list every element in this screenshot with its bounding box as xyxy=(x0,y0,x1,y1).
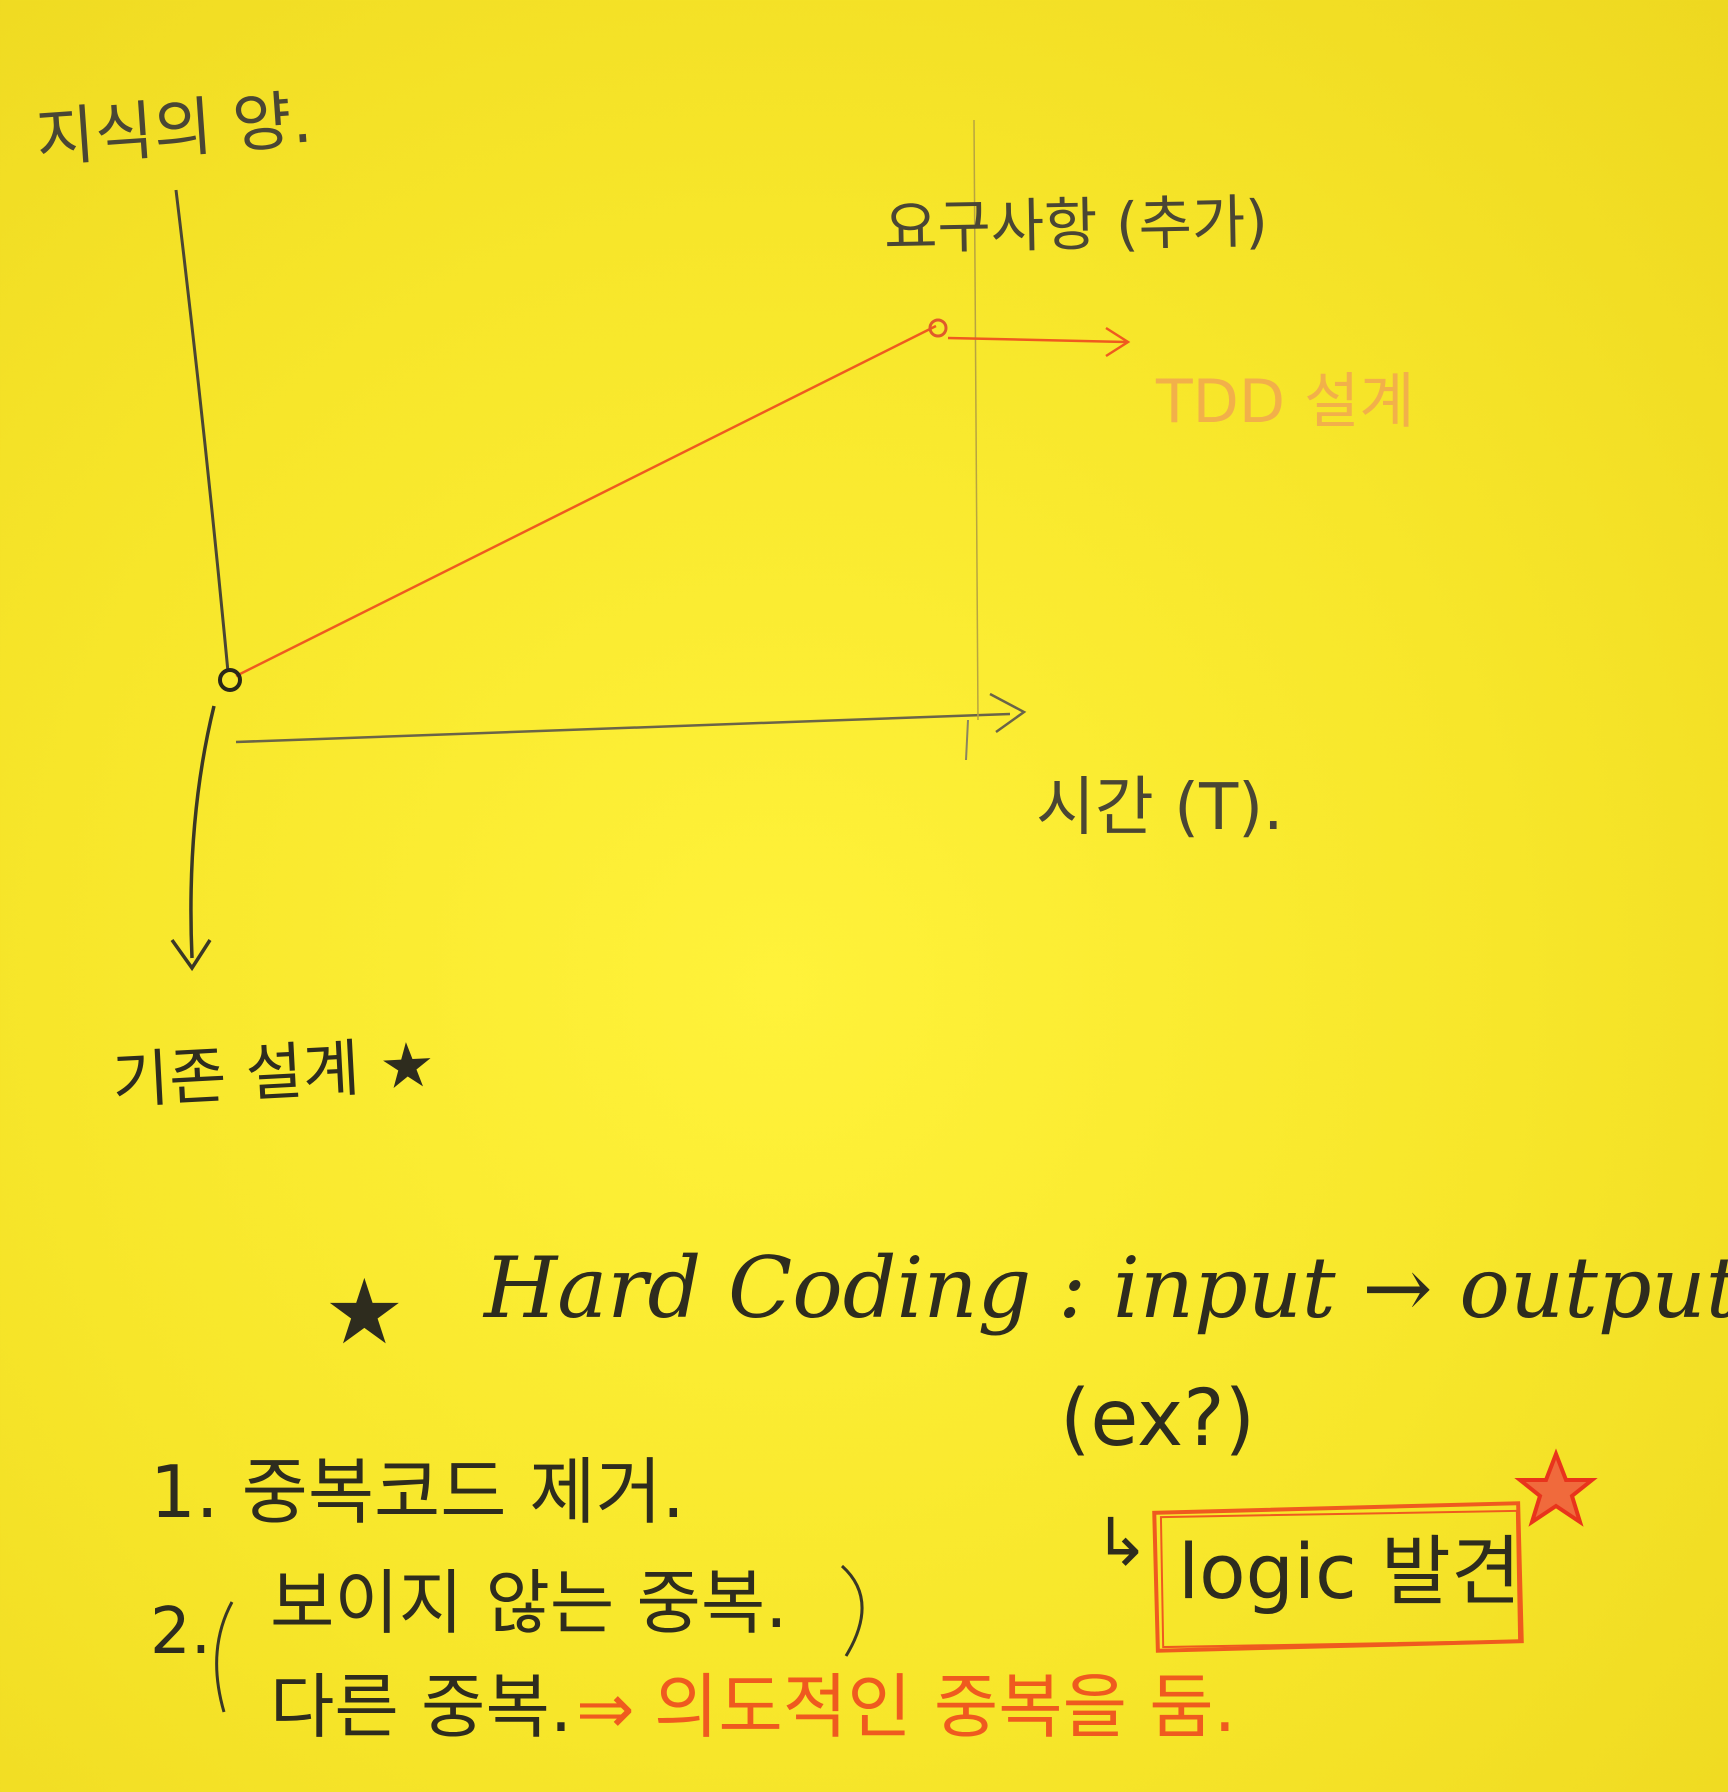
logic-box-inner xyxy=(1159,1509,1521,1649)
down-arrow-head xyxy=(170,938,212,972)
item-2-number: 2. xyxy=(150,1595,212,1669)
star-icon xyxy=(1514,1448,1598,1527)
y-axis-label: 지식의 양. xyxy=(33,83,315,177)
x-axis-line xyxy=(235,712,1011,744)
tdd-arrow-line xyxy=(947,336,1127,344)
hard-coding-text: Hard Coding : input → output xyxy=(484,1239,1728,1337)
y-axis-line xyxy=(174,189,230,673)
tdd-label: TDD 설계 xyxy=(1156,367,1415,437)
knowledge-growth-line xyxy=(235,324,937,678)
x-axis-tick xyxy=(965,719,969,761)
vertical-guide xyxy=(973,119,979,721)
logic-arrow: ↳ xyxy=(1094,1504,1150,1581)
down-arrow-line xyxy=(189,705,216,959)
item2-close-paren xyxy=(840,1564,864,1657)
tdd-arrow-head xyxy=(1105,326,1131,358)
x-axis-arrow-head xyxy=(989,692,1027,734)
item-2-line-1: 보이지 않는 중복. xyxy=(270,1562,788,1644)
logic-box-outer xyxy=(1152,1501,1524,1653)
item-2-line-2-prefix: 다른 중복. xyxy=(270,1666,573,1748)
down-arrow-label: 기존 설계 ★ xyxy=(110,1027,437,1118)
hard-coding-star: ★ xyxy=(324,1260,405,1365)
item2-open-paren xyxy=(215,1601,234,1713)
logic-box-text: logic 발견 xyxy=(1178,1527,1521,1616)
requirement-point xyxy=(928,318,948,338)
item-1: 1. 중복코드 제거. xyxy=(150,1450,685,1534)
example-label: (ex?) xyxy=(1060,1374,1256,1464)
item-2-line-2-arrow: ⇒ xyxy=(576,1668,635,1750)
item-2-line-2-orange: 의도적인 중복을 둠. xyxy=(654,1666,1236,1748)
x-axis-label: 시간 (T). xyxy=(1036,771,1284,845)
requirement-label: 요구사항 (추가) xyxy=(883,187,1269,263)
origin-point xyxy=(218,668,242,692)
